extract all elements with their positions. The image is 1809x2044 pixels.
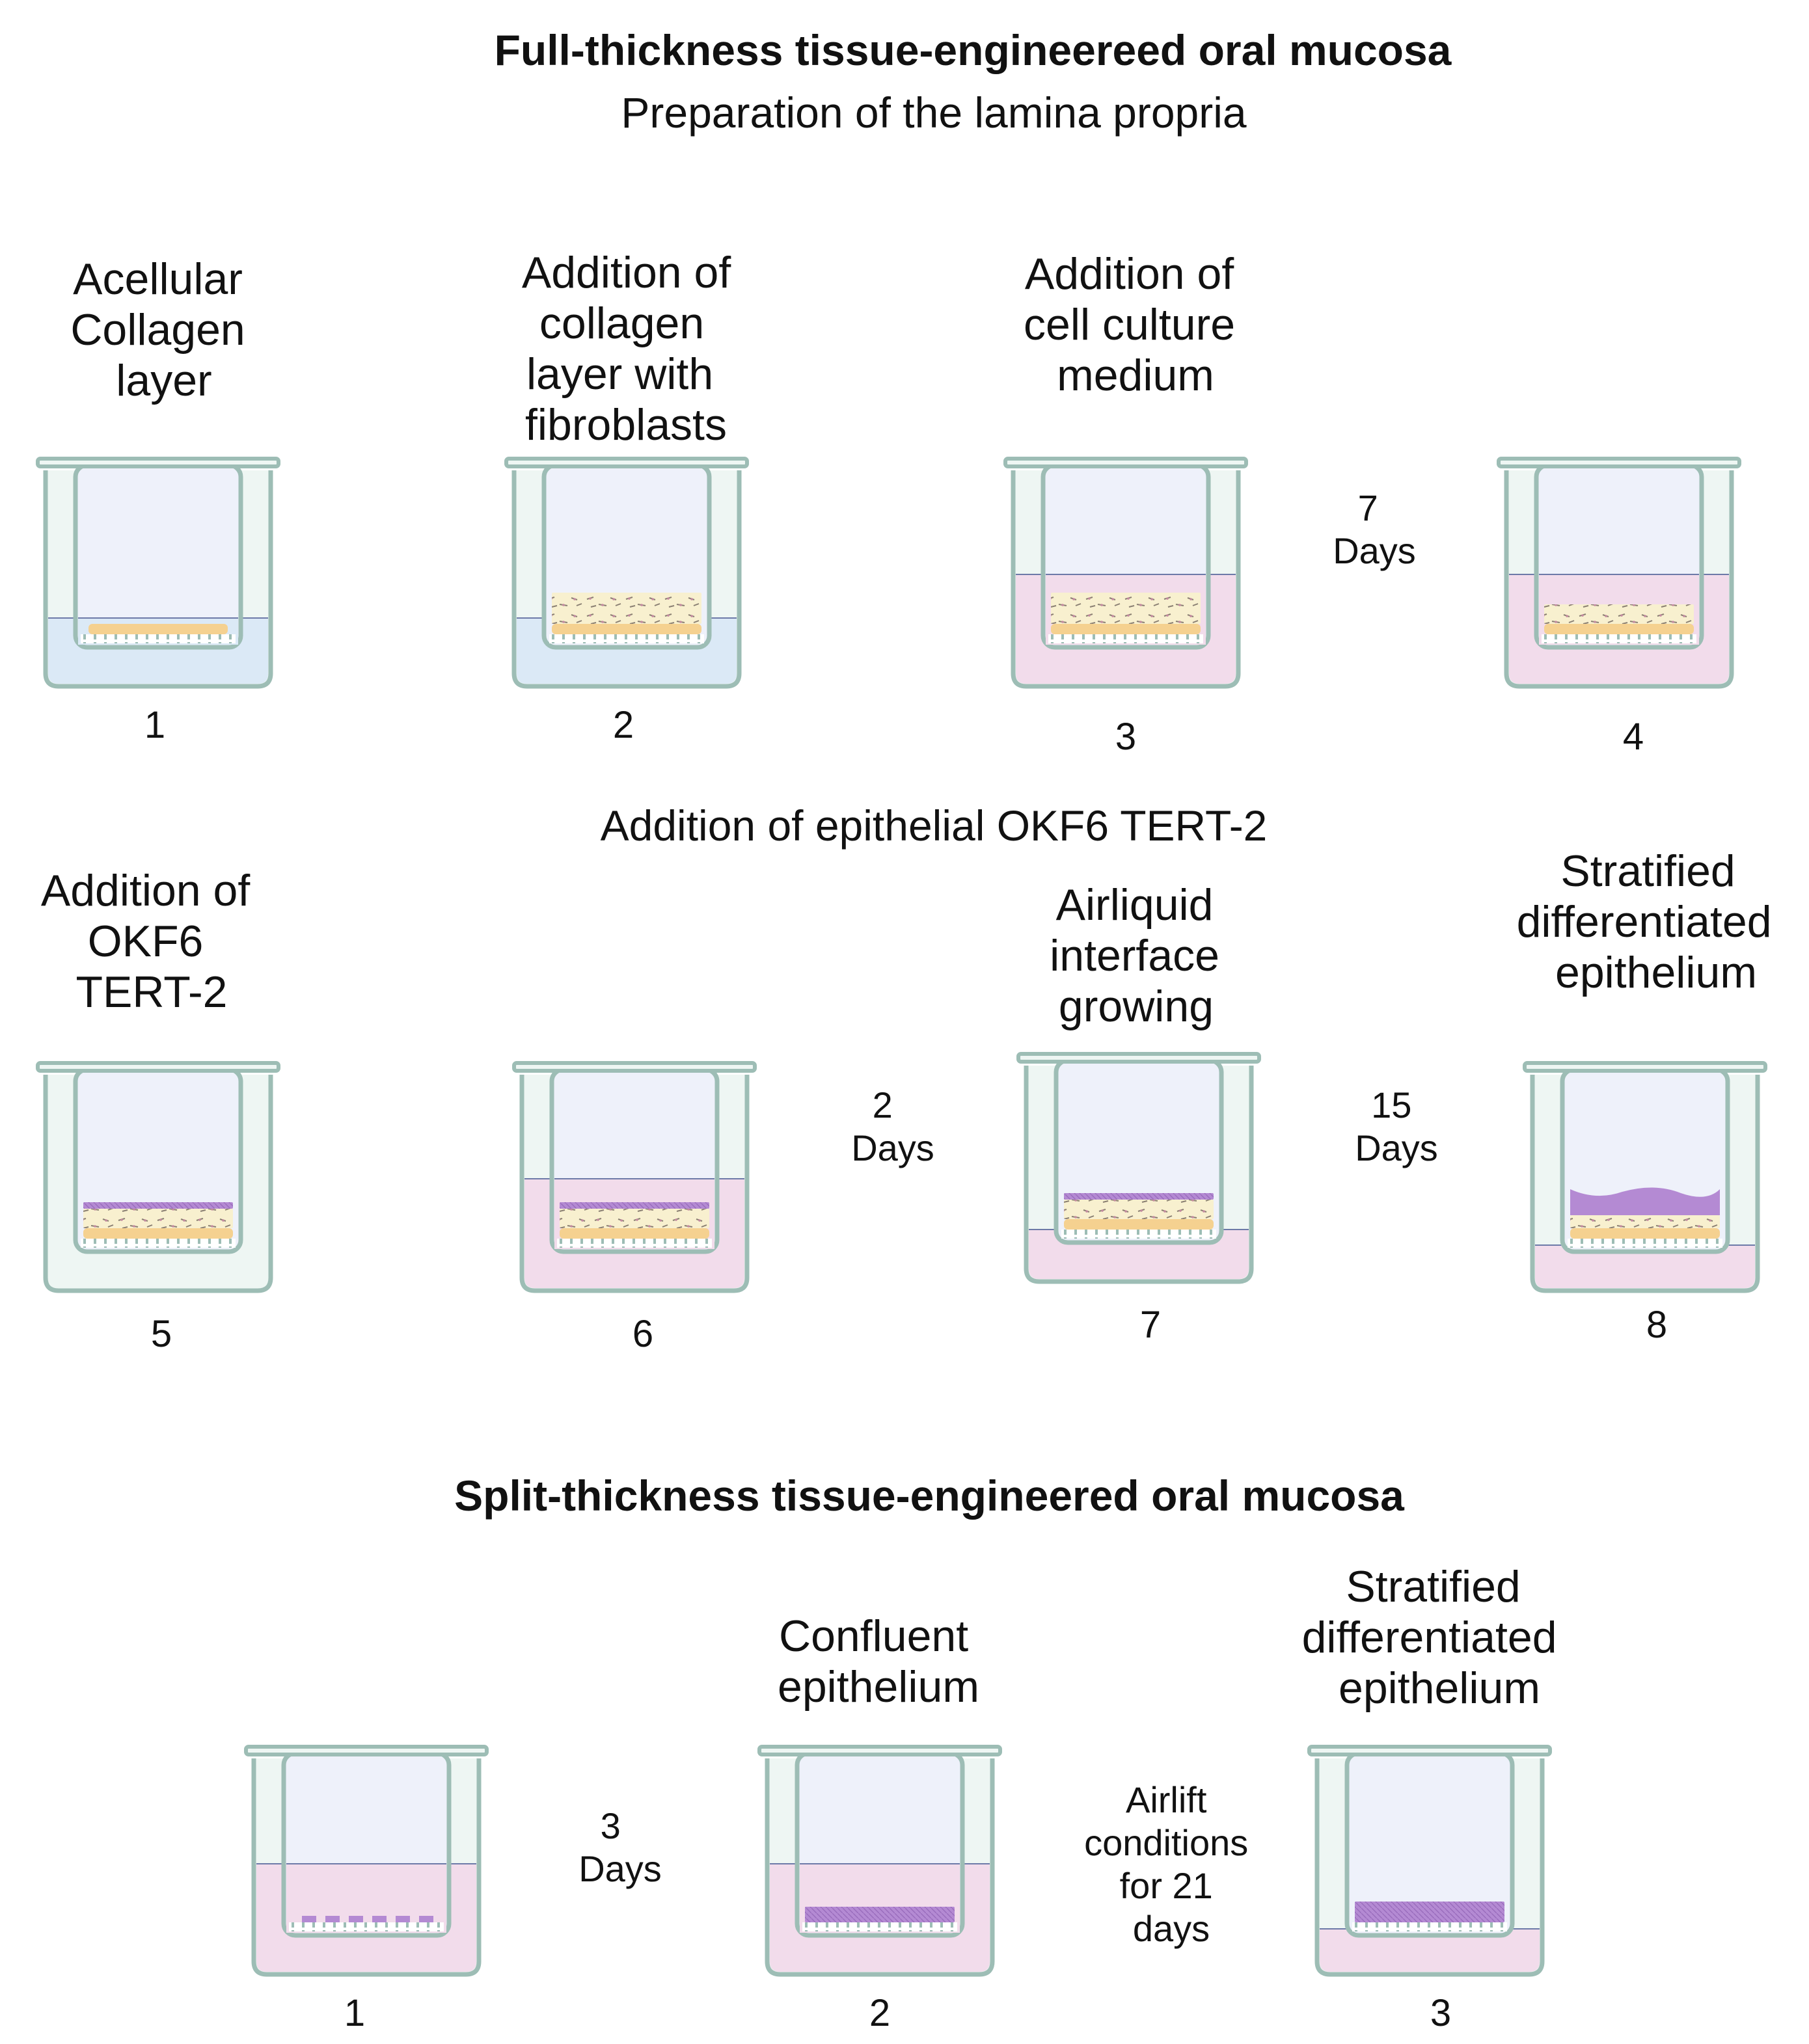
well-step-5-layer-epi [83, 1202, 233, 1209]
well-step-7-layer-epi [1064, 1193, 1214, 1200]
well-step-5-layer-fib [83, 1209, 233, 1228]
step-number-6: 6 [632, 1313, 653, 1355]
split-well-step-3-membrane [1352, 1922, 1507, 1931]
well-step-1-layer-collagen [88, 624, 228, 634]
interval-7-days: 7 Days [1333, 487, 1416, 571]
epithelial-addition-title: Addition of epithelial OKF6 TERT-2 [601, 801, 1268, 850]
caption-step-3: Addition of cell culture medium [1024, 249, 1247, 400]
step-number-2: 2 [613, 704, 634, 746]
split-well-step-2 [757, 1745, 1002, 1977]
split-well-step-1 [244, 1745, 489, 1977]
interval-15-days: 15 Days [1355, 1084, 1438, 1168]
well-step-2-rim [504, 457, 749, 468]
well-step-8-epithelium-wave [1570, 1187, 1720, 1215]
well-step-7 [1016, 1052, 1261, 1284]
split-well-step-3-outer-medium [1320, 1929, 1540, 1972]
well-step-8-layer-collagen [1570, 1228, 1720, 1239]
well-step-5-membrane [81, 1239, 236, 1248]
split-well-step-3 [1307, 1745, 1552, 1977]
well-step-5-rim [36, 1061, 280, 1073]
split-thickness-title: Split-thickness tissue-engineered oral m… [454, 1472, 1405, 1520]
split-well-step-2-layer-epi [805, 1907, 955, 1922]
well-step-7-layer-fib [1064, 1200, 1214, 1219]
well-step-8-membrane [1568, 1239, 1722, 1248]
step-number-8: 8 [1646, 1304, 1667, 1346]
split-well-step-1-rim [244, 1745, 489, 1756]
well-step-2-layer-fib [552, 593, 701, 624]
split-well-step-2-membrane [802, 1922, 957, 1931]
caption-step-8: Stratified differentiated epithelium [1517, 846, 1784, 997]
split-well-step-3-rim [1307, 1745, 1552, 1756]
well-step-2-layer-collagen [552, 624, 701, 634]
well-step-4-rim [1497, 457, 1741, 468]
well-step-3-rim [1003, 457, 1248, 468]
well-step-3-layer-fib [1051, 593, 1201, 624]
split-step-number-2: 2 [869, 1992, 890, 2034]
split-well-step-1-cell-cluster [419, 1916, 433, 1922]
well-step-5 [36, 1061, 280, 1293]
well-step-4 [1497, 457, 1741, 689]
well-step-7-membrane [1061, 1230, 1216, 1239]
well-step-3-layer-collagen [1051, 624, 1201, 634]
interval-2-days: 2 Days [851, 1084, 934, 1168]
lamina-propria-subtitle: Preparation of the lamina propria [621, 88, 1247, 137]
split-well-step-1-cell-cluster [372, 1916, 387, 1922]
split-step-number-1: 1 [344, 1992, 365, 2034]
well-step-3-membrane [1048, 634, 1203, 643]
well-step-8-layer-fib [1570, 1215, 1720, 1228]
step-number-4: 4 [1623, 716, 1644, 758]
caption-step-2: Addition of collagen layer with fibrobla… [522, 248, 743, 450]
split-well-step-1-cell-cluster [349, 1916, 363, 1922]
caption-step-1: Acellular Collagen layer [70, 254, 257, 405]
split-well-step-2-rim [757, 1745, 1002, 1756]
caption-step-7: Airliquid interface growing [1050, 880, 1232, 1031]
split-well-step-1-cell-cluster [325, 1916, 340, 1922]
well-step-6-layer-epi [560, 1202, 709, 1209]
well-step-5-layer-collagen [83, 1228, 233, 1239]
well-step-6-membrane [557, 1239, 712, 1248]
well-step-1-rim [36, 457, 280, 468]
well-step-2-membrane [549, 634, 704, 643]
split-step-number-3: 3 [1430, 1992, 1451, 2034]
split-well-step-1-cell-cluster [302, 1916, 316, 1922]
well-step-1 [36, 457, 280, 689]
step-number-1: 1 [144, 704, 165, 746]
well-step-6-rim [512, 1061, 757, 1073]
interval-airlift-21-days: Airlift conditions for 21 days [1084, 1779, 1258, 1949]
well-step-1-membrane [81, 634, 236, 643]
split-well-step-1-cell-cluster [396, 1916, 410, 1922]
step-number-7: 7 [1140, 1304, 1161, 1346]
well-step-8 [1523, 1061, 1767, 1293]
well-step-8-rim [1523, 1061, 1767, 1073]
well-step-6-layer-collagen [560, 1228, 709, 1239]
well-step-7-layer-collagen [1064, 1219, 1214, 1230]
well-step-3 [1003, 457, 1248, 689]
step-number-5: 5 [151, 1313, 172, 1355]
well-step-7-rim [1016, 1052, 1261, 1064]
full-thickness-title: Full-thickness tissue-engineereed oral m… [495, 26, 1452, 74]
interval-3-days: 3 Days [578, 1805, 662, 1889]
well-step-4-layer-collagen [1544, 624, 1694, 634]
caption-step-5: Addition of OKF6 TERT-2 [41, 866, 262, 1017]
well-step-6 [512, 1061, 757, 1293]
well-step-8-outer-medium [1535, 1245, 1755, 1288]
split-well-step-3-layer-epi [1355, 1902, 1504, 1922]
well-step-2 [504, 457, 749, 689]
caption-split-step-2: Confluent epithelium [778, 1611, 981, 1712]
wells-group [36, 457, 1767, 1977]
well-step-4-membrane [1542, 634, 1696, 643]
well-step-4-layer-fib [1544, 604, 1694, 624]
well-step-6-layer-fib [560, 1209, 709, 1228]
caption-split-step-3: Stratified differentiated epithelium [1302, 1562, 1570, 1713]
split-well-step-1-membrane [289, 1922, 444, 1931]
step-number-3: 3 [1115, 716, 1136, 758]
